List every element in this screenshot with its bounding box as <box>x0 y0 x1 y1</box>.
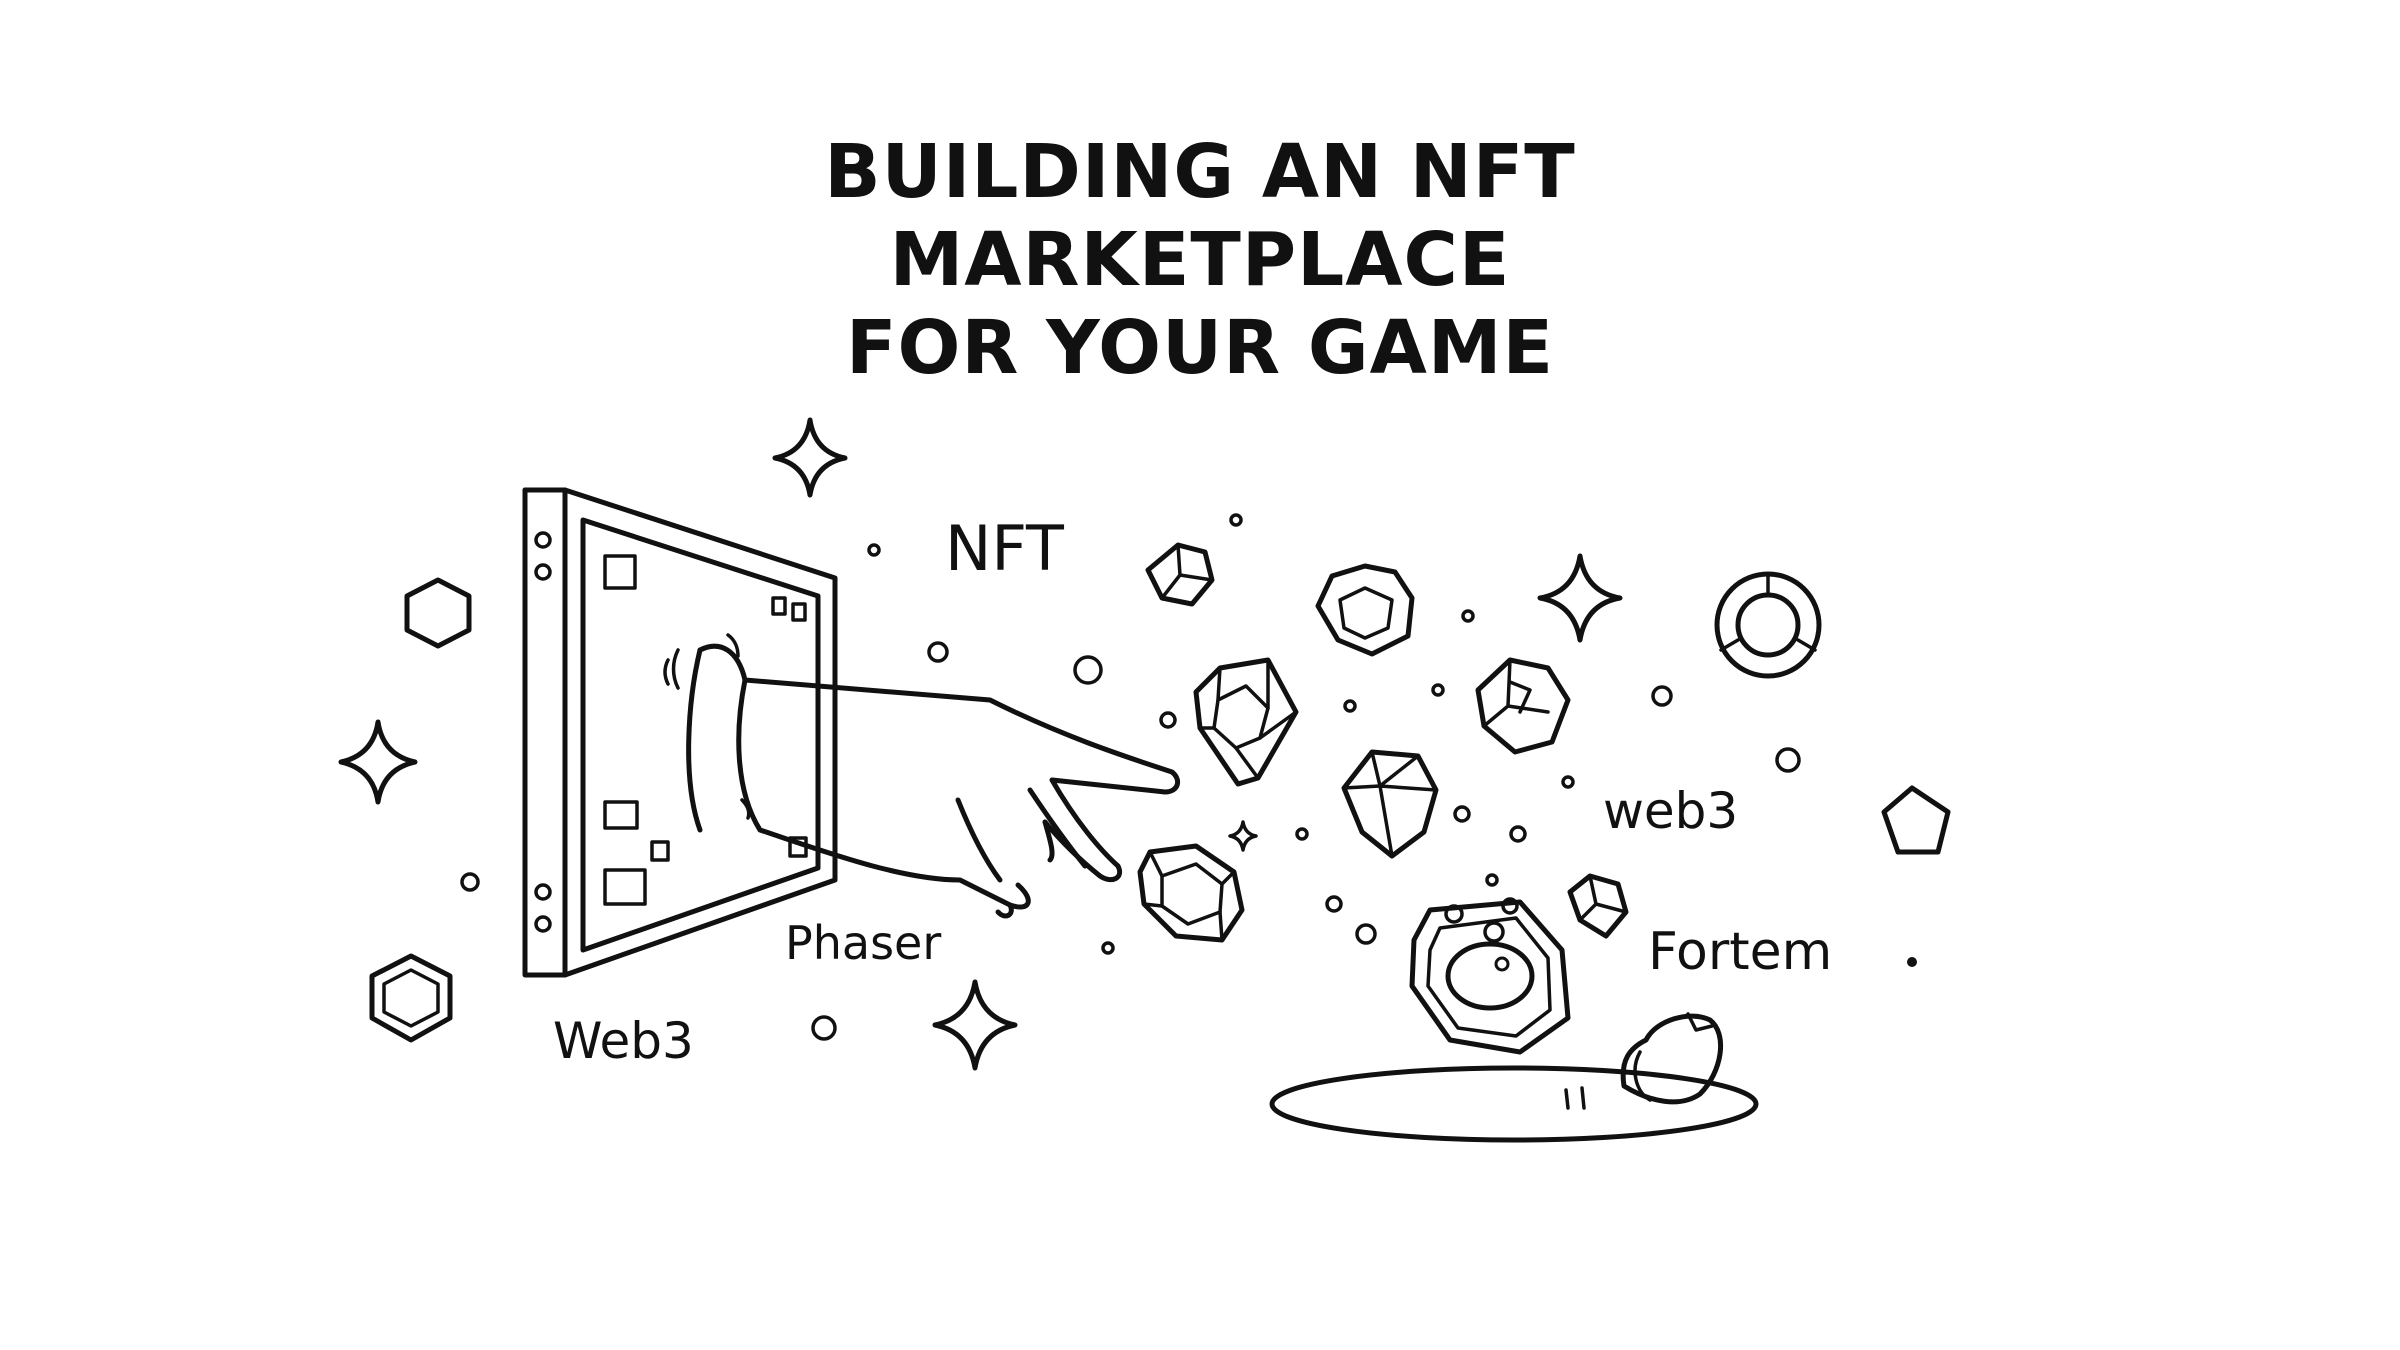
gem-icon <box>1137 843 1245 943</box>
sparkle-icon <box>1228 820 1258 852</box>
portal-icon <box>1269 897 1759 1143</box>
hexagon-icon <box>404 577 472 649</box>
gem-icon <box>1567 873 1629 939</box>
screen-frame-icon <box>522 487 838 978</box>
cube-icon <box>1145 542 1215 607</box>
label-phaser: Phaser <box>785 916 942 970</box>
sparkle-icon <box>772 417 848 498</box>
title-line-1: BUILDING AN NFT <box>824 129 1576 215</box>
gem-icon <box>1315 563 1415 657</box>
title-line-2: MARKETPLACE <box>889 217 1511 303</box>
gem-icon <box>1193 657 1299 787</box>
title-line-3: FOR YOUR GAME <box>845 305 1555 391</box>
label-web3: web3 <box>1603 782 1739 840</box>
hexagon-icon <box>369 953 453 1043</box>
pentagon-icon <box>1881 785 1951 855</box>
sparkle-icon <box>338 719 418 805</box>
label-web3-caps: Web3 <box>553 1012 694 1070</box>
hand-icon <box>663 633 1181 919</box>
gem-icon <box>1475 657 1571 755</box>
ring-icon <box>1714 571 1822 679</box>
label-fortem: Fortem <box>1648 922 1833 982</box>
sparkle-icon <box>932 979 1018 1071</box>
gem-icon <box>1341 749 1439 859</box>
sparkle-icon <box>1537 553 1623 643</box>
bubble-dots <box>460 513 1917 1041</box>
label-nft: NFT <box>945 512 1064 585</box>
